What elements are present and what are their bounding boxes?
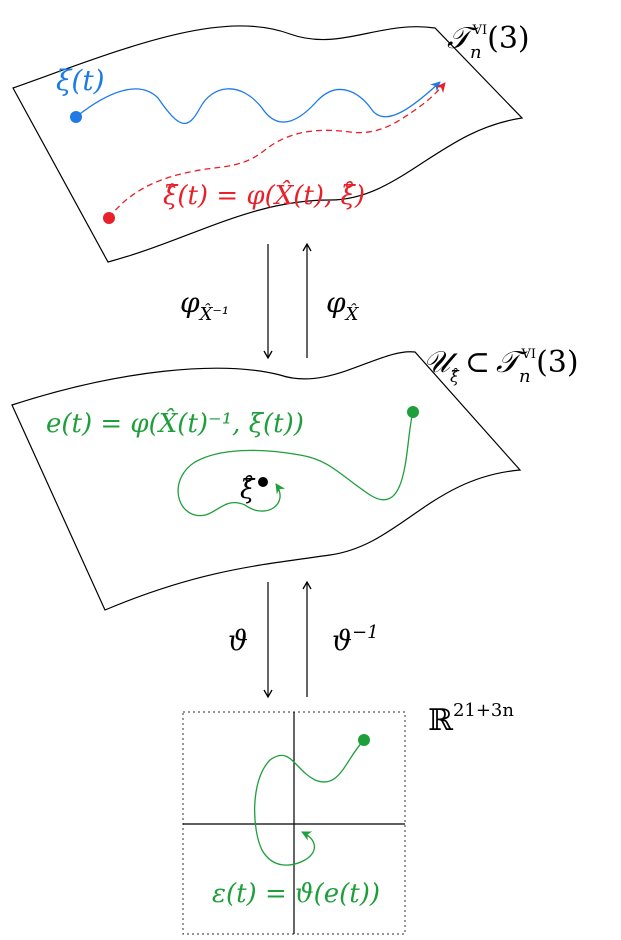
e-start-point: [407, 406, 419, 418]
label-vartheta: ϑ: [228, 624, 248, 657]
label-space-top: 𝒯nVI(3): [447, 21, 530, 63]
xi-ring-point: [258, 477, 268, 487]
trajectory-epsilon: [253, 739, 365, 866]
label-xi-t: ξ(t): [56, 64, 105, 97]
label-e-t-eq: e(t) = φ(X̂(t)⁻¹, ξ(t)): [46, 408, 304, 439]
trajectory-xi-hat: [108, 82, 446, 219]
label-eps-eq: ε(t) = ϑ(e(t)): [212, 879, 380, 909]
trajectory-xi: [75, 81, 441, 125]
label-space-mid: 𝒰ξ̊⊂𝒯nVI(3): [423, 345, 579, 387]
manifold-top: [12, 25, 524, 263]
xi-hat-start-point: [103, 212, 115, 224]
label-xi-hat-eq: ξ̂(t) = φ(X̂(t), ξ̊): [163, 180, 365, 211]
label-phi-inv: φX̂⁻¹: [180, 286, 229, 325]
manifold-mid: [11, 351, 522, 611]
label-xi-ring: ξ̊: [240, 475, 256, 505]
trajectory-e: [177, 411, 414, 517]
label-space-bottom: ℝ21+3n: [428, 700, 514, 738]
epsilon-start-point: [358, 734, 370, 746]
label-vartheta-inv: ϑ−1: [332, 622, 379, 657]
label-phi: φX̂: [326, 286, 360, 325]
xi-start-point: [70, 111, 82, 123]
